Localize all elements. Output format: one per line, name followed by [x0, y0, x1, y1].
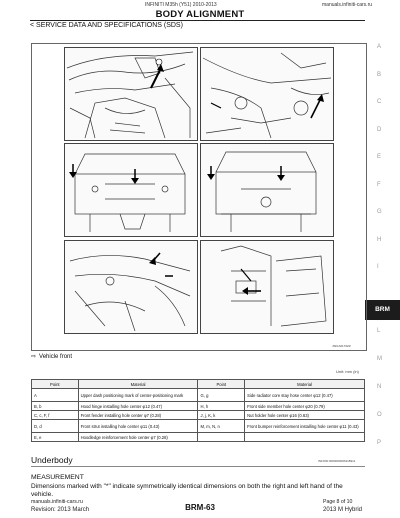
side-letter[interactable]: G [377, 209, 382, 215]
front-member-drawing [207, 151, 317, 232]
table-cell: Front side member hole center φ20 (0.79) [244, 401, 365, 411]
table-cell: Front bumper reinforcement installing ho… [244, 419, 365, 433]
section-breadcrumb[interactable]: < SERVICE DATA AND SPECIFICATIONS (SDS) [30, 22, 183, 29]
underbody-heading: Underbody [31, 455, 73, 465]
table-cell: Side radiator core stay hose center φ12 … [244, 388, 365, 402]
table-cell [244, 432, 365, 442]
side-letter[interactable]: F [377, 182, 381, 188]
side-letter[interactable]: C [377, 99, 382, 105]
column-header: Point [31, 379, 79, 389]
table-cell: Hoodledge reinforcement hole center φ7 (… [77, 432, 199, 442]
header-rule [30, 20, 365, 21]
figure-frame [31, 43, 367, 351]
table-cell: Upper dash positioning mark of center-po… [77, 388, 199, 402]
side-letter[interactable]: D [377, 127, 382, 133]
side-letter[interactable]: E [377, 154, 382, 160]
table-cell: Front strut installing hole center φ11 (… [77, 419, 199, 433]
table-cell: G, g [197, 388, 246, 402]
spec-table: Point Material Point Material A Upper da… [31, 379, 365, 442]
unit-label: Unit: mm (in) [336, 369, 359, 374]
figure-legend: ⇨Vehicle front [31, 353, 72, 360]
engine-bay-drawing [66, 51, 194, 139]
table-row: D, d Front strut installing hole center … [31, 419, 365, 433]
diagram-panel-hoodledge [64, 240, 198, 334]
radiator-support-drawing [69, 153, 186, 232]
diagram-panel-strut-tower [200, 47, 334, 141]
column-header: Material [244, 379, 365, 389]
side-letter[interactable]: H [377, 237, 382, 243]
legend-text: Vehicle front [39, 354, 73, 360]
table-cell: J, j, K, k [197, 410, 246, 420]
table-cell: C, c, F, f [31, 410, 79, 420]
underbody-rule [31, 466, 365, 467]
diagram-panel-front-member [200, 143, 334, 237]
underbody-info-id: INFOID:0000000006118911 [318, 459, 356, 463]
side-letter[interactable]: B [377, 72, 382, 78]
header-site: manuals.infiniti-cars.ru [322, 2, 373, 8]
table-cell: H, h [197, 401, 246, 411]
footer-site: manuals.infiniti-cars.ru [31, 499, 83, 505]
table-cell: E, e [31, 432, 79, 442]
diagram-panel-radiator-support [64, 143, 198, 237]
table-cell: Hood hinge installing hole center φ12 (0… [77, 401, 199, 411]
table-row: A Upper dash positioning mark of center-… [31, 388, 365, 402]
table-cell: Front fender installing hole center φ7 (… [77, 410, 199, 420]
page-title: BODY ALIGNMENT [155, 9, 245, 20]
side-letter[interactable]: I [377, 264, 379, 270]
side-letter[interactable]: P [377, 440, 382, 446]
table-cell: D, d [31, 419, 79, 433]
header-model-line: INFINITI M35h (Y51) 2010-2013 [145, 2, 217, 8]
table-row: B, b Hood hinge installing hole center φ… [31, 401, 365, 411]
measurement-heading: MEASUREMENT [31, 474, 84, 481]
footer-page-of: Page 8 of 10 [323, 499, 353, 505]
side-letter[interactable]: N [377, 384, 382, 390]
column-header: Material [77, 379, 199, 389]
side-letter[interactable]: M [377, 356, 382, 362]
table-cell: Nut holder hole center φ16 (0.63) [244, 410, 365, 420]
side-letter[interactable]: A [377, 44, 382, 50]
table-row: C, c, F, f Front fender installing hole … [31, 410, 365, 420]
measurement-text: Dimensions marked with "*" indicate symm… [31, 483, 343, 498]
table-row: E, e Hoodledge reinforcement hole center… [31, 432, 365, 442]
diagram-panel-bumper-reinforcement [200, 240, 334, 334]
footer-model: 2013 M Hybrid [323, 507, 363, 513]
table-header-row: Point Material Point Material [31, 379, 365, 389]
footer-page-code: BRM-63 [185, 503, 215, 512]
table-cell [197, 432, 246, 442]
table-cell: M, m, N, n [197, 419, 246, 433]
hoodledge-drawing [69, 252, 191, 332]
side-letter[interactable]: O [377, 412, 382, 418]
footer-revision: Revision: 2013 March [31, 507, 90, 513]
figure-code: JSKIA0176ZZ [332, 344, 351, 348]
side-letter[interactable]: L [377, 328, 381, 334]
column-header: Point [197, 379, 246, 389]
table-cell: B, b [31, 401, 79, 411]
bumper-reinforcement-drawing [220, 245, 327, 327]
vehicle-front-arrow-icon: ⇨ [31, 354, 37, 360]
diagram-panel-engine-bay-front [64, 47, 198, 141]
table-cell: A [31, 388, 79, 402]
strut-tower-drawing [202, 52, 332, 139]
side-tab-brm[interactable]: BRM [365, 300, 400, 320]
